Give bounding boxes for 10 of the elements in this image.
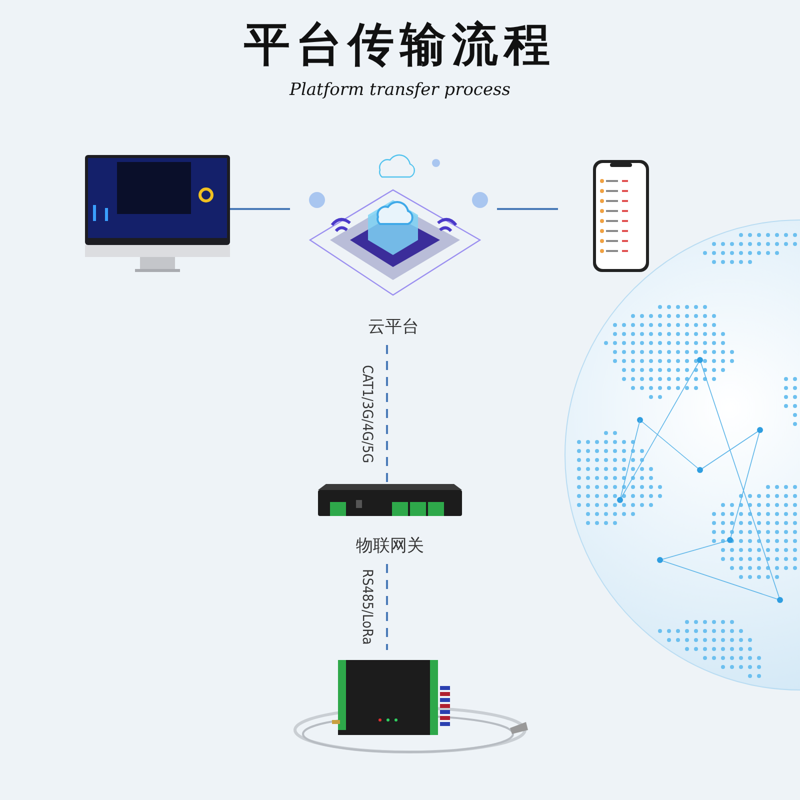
node-label: 云平台 [367,316,420,338]
connector-line [230,208,290,210]
connector-line [386,564,388,650]
edge-label: CAT1/3G/4G/5G [359,365,375,464]
connector-line [386,345,388,484]
connector-line [497,208,558,210]
node-label: 物联网关 [355,535,425,557]
subtitle: Platform transfer process [288,80,512,100]
title: 平台传输流程 [243,16,557,73]
edge-label: RS485/LoRa [359,569,375,645]
